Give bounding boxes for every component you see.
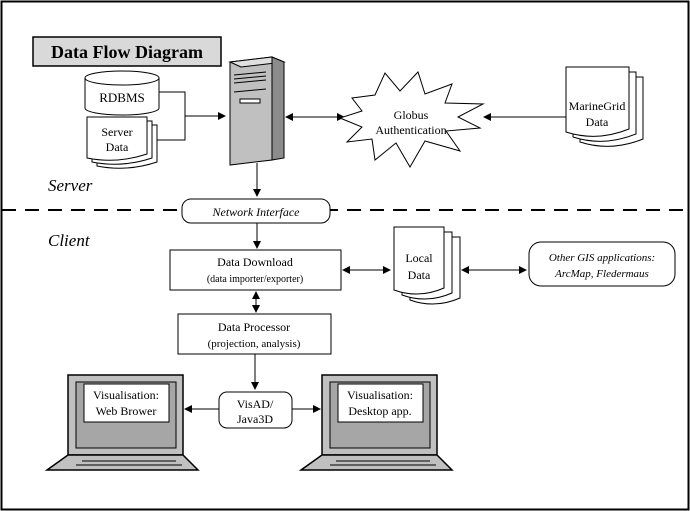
data-processor-box: Data Processor (projection, analysis) — [177, 313, 332, 355]
globus-authentication-burst: Globus Authentication — [338, 71, 485, 168]
data-download-label-2: (data importer/exporter) — [207, 274, 303, 285]
page-title: Data Flow Diagram — [51, 42, 203, 62]
title-box: Data Flow Diagram — [32, 36, 222, 67]
rdbms-to-server-arrow — [159, 91, 226, 120]
desktop-app-laptop-icon: Visualisation: Desktop app. — [298, 374, 454, 471]
server-section-label: Server — [48, 176, 93, 195]
server-data-docs: Server Data — [86, 116, 158, 169]
web-browser-laptop-icon: Visualisation: Web Brower — [44, 374, 200, 471]
globus-label-1: Globus — [394, 108, 429, 122]
data-processor-label-1: Data Processor — [218, 320, 290, 334]
data-download-box: Data Download (data importer/exporter) — [169, 249, 342, 291]
data-download-label-1: Data Download — [217, 255, 293, 269]
marinegrid-label-2: Data — [586, 115, 609, 129]
other-gis-label-2: ArcMap, Fledermaus — [554, 268, 649, 280]
visad-java3d-box: VisAD/ Java3D — [218, 391, 293, 429]
server-data-label-1: Server — [101, 125, 132, 139]
data-processor-label-2: (projection, analysis) — [208, 338, 301, 350]
globus-label-2: Authentication — [375, 123, 446, 137]
marinegrid-data-docs: MarineGrid Data — [565, 66, 644, 147]
server-tower-icon — [228, 56, 286, 166]
local-data-docs: Local Data — [393, 226, 461, 305]
visad-label-2: Java3D — [237, 412, 273, 426]
marinegrid-label-1: MarineGrid — [569, 99, 626, 113]
vis-web-label-2: Web Brower — [96, 404, 157, 418]
network-interface-label: Network Interface — [212, 205, 301, 219]
local-data-label-2: Data — [408, 268, 431, 282]
server-data-label-2: Data — [106, 140, 129, 154]
other-gis-label-1: Other GIS applications: — [549, 252, 655, 264]
visad-label-1: VisAD/ — [237, 397, 274, 411]
local-data-label-1: Local — [405, 251, 433, 265]
vis-desktop-label-2: Desktop app. — [348, 404, 411, 418]
client-section-label: Client — [48, 231, 91, 250]
vis-desktop-label-1: Visualisation: — [347, 388, 413, 402]
network-interface-box: Network Interface — [181, 198, 331, 224]
rdbms-cylinder: RDBMS — [84, 70, 160, 116]
serverdata-to-server-line — [157, 116, 186, 141]
rdbms-label: RDBMS — [99, 90, 145, 105]
other-gis-box: Other GIS applications: ArcMap, Flederma… — [528, 241, 676, 287]
vis-web-label-1: Visualisation: — [93, 388, 159, 402]
